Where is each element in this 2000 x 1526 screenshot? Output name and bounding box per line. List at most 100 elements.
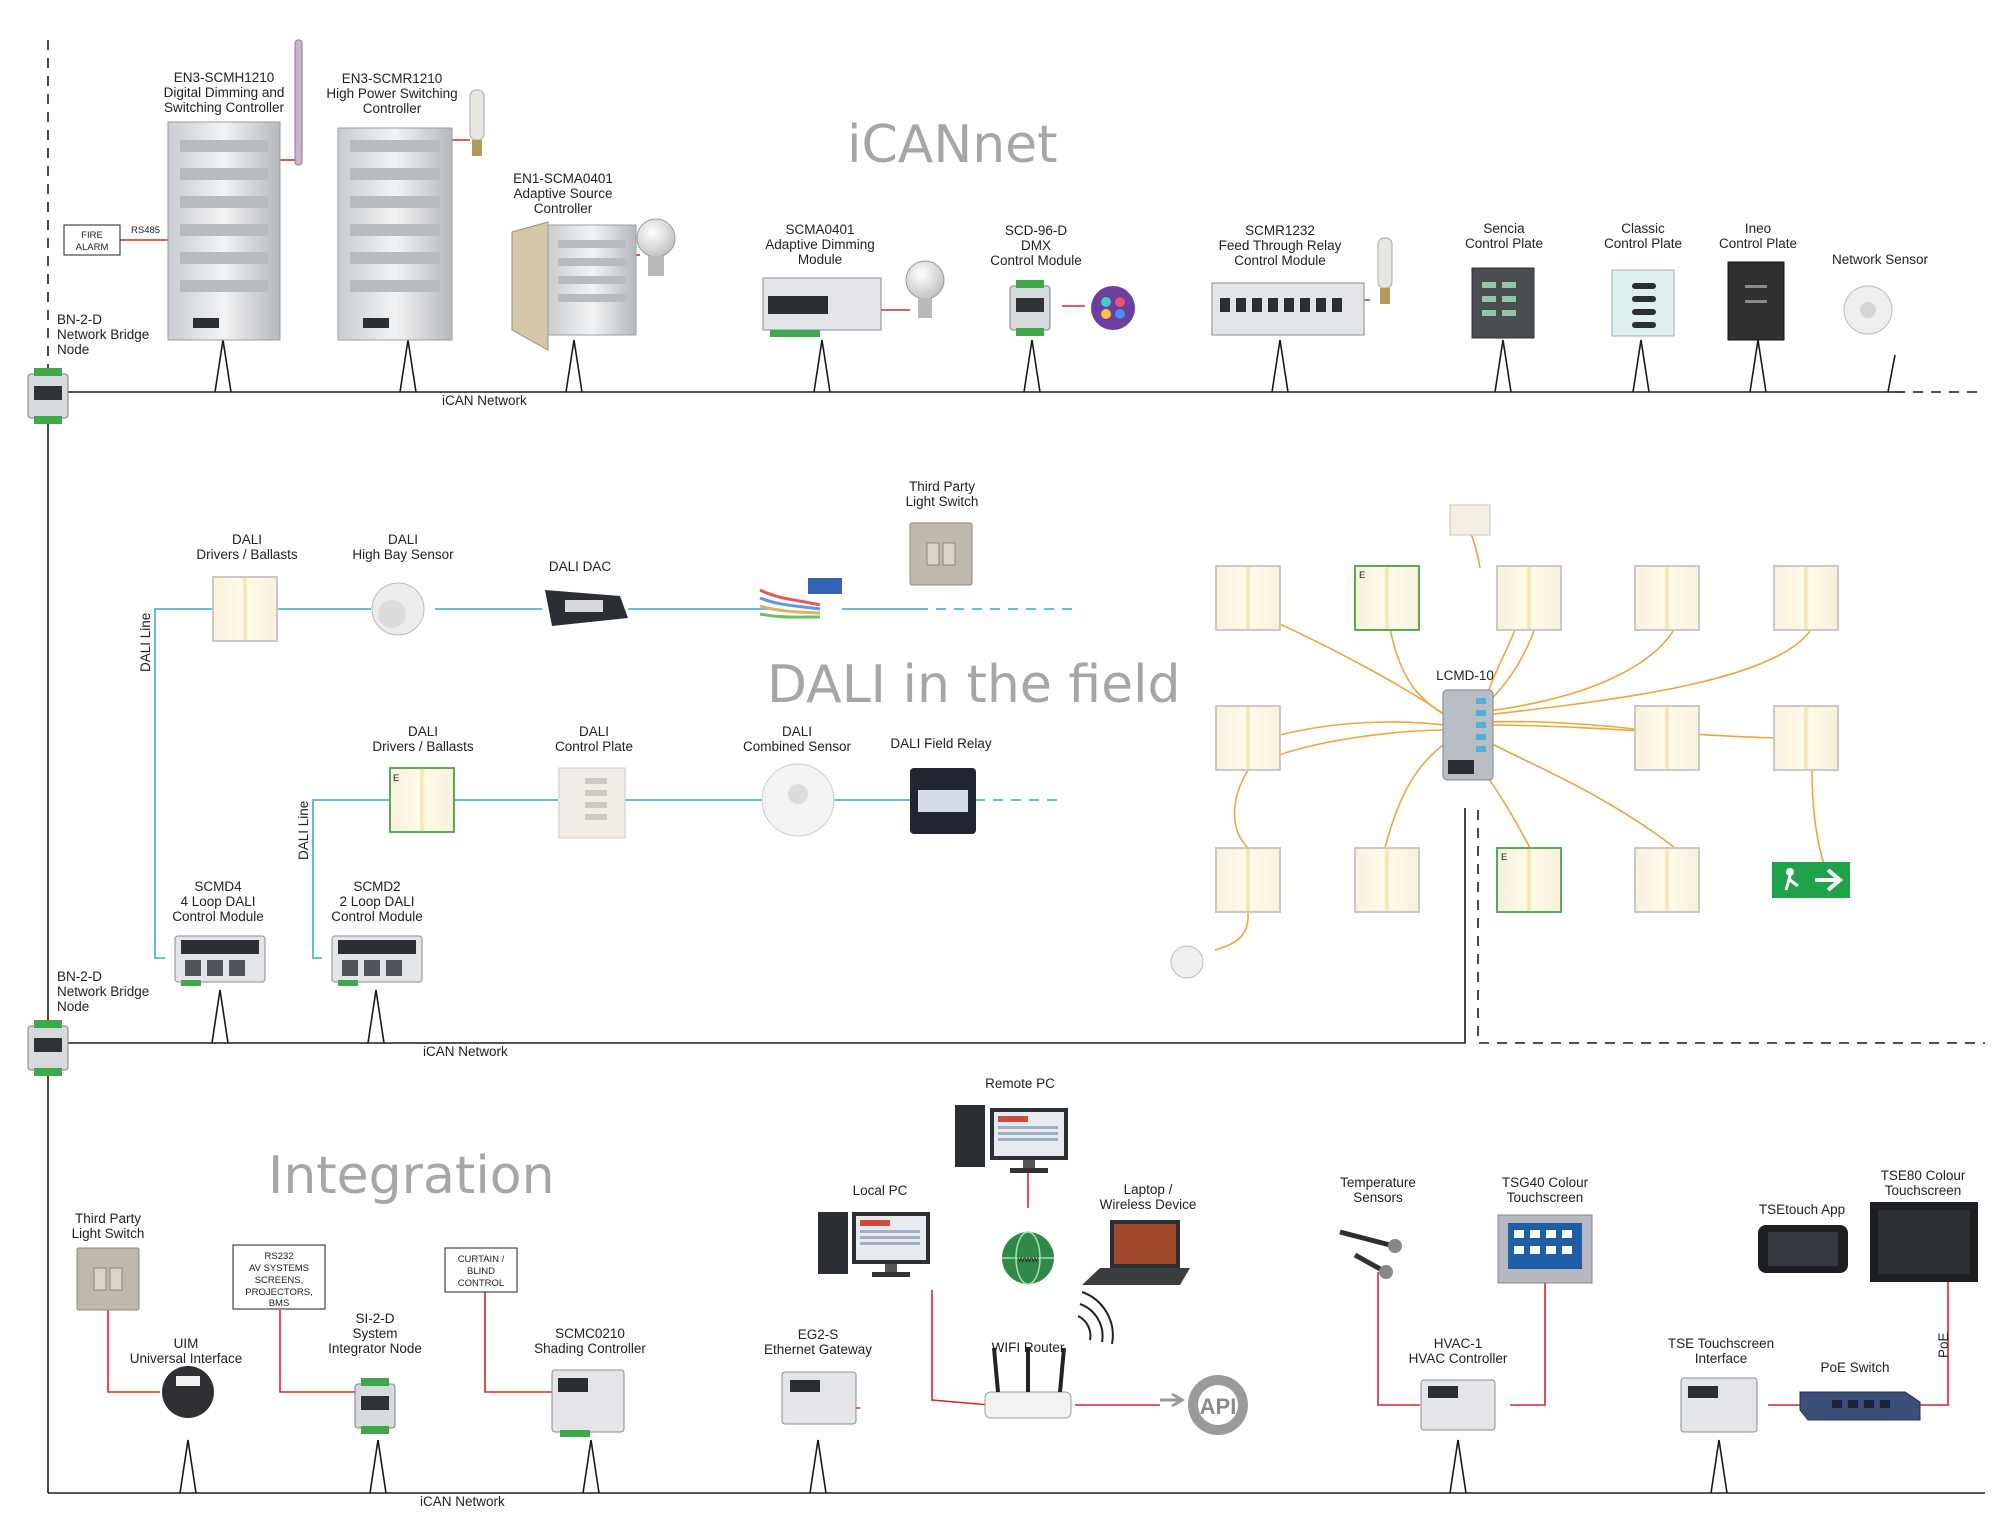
dali-wiring [154, 608, 1080, 959]
svg-text:EN3-SCMH1210: EN3-SCMH1210 [174, 70, 275, 85]
svg-text:System: System [352, 1326, 397, 1341]
www-globe-icon: www [1002, 1231, 1054, 1285]
svg-text:Ethernet Gateway: Ethernet Gateway [764, 1342, 872, 1357]
device-third-party-switch-dali: Third Party Light Switch [906, 479, 978, 586]
network-wiring [47, 40, 1985, 1494]
svg-text:Touchscreen: Touchscreen [1507, 1190, 1584, 1205]
network-label-middle: iCAN Network [423, 1044, 508, 1059]
svg-text:SCMR1232: SCMR1232 [1245, 223, 1315, 238]
device-network-sensor: Network Sensor [1832, 252, 1929, 335]
svg-text:BLIND: BLIND [467, 1266, 495, 1277]
device-dali-dac: DALI DAC [545, 559, 628, 626]
device-en1-scma0401: EN1-SCMA0401 Adaptive Source Controller [511, 171, 676, 351]
api-gear-icon: API [1160, 1375, 1248, 1435]
svg-text:WIFI Router: WIFI Router [992, 1340, 1065, 1355]
svg-text:FIRE: FIRE [81, 230, 103, 241]
svg-text:Sensors: Sensors [1353, 1190, 1403, 1205]
svg-text:CURTAIN /: CURTAIN / [458, 1254, 505, 1265]
device-remote-pc: Remote PC [955, 1076, 1068, 1173]
svg-text:Third Party: Third Party [909, 479, 975, 494]
svg-text:Adaptive Dimming: Adaptive Dimming [765, 237, 875, 252]
svg-text:SCREENS,: SCREENS, [255, 1275, 304, 1286]
poe-label: PoE [1936, 1332, 1951, 1358]
network-label-top: iCAN Network [442, 393, 527, 408]
network-label-bottom: iCAN Network [420, 1494, 505, 1509]
svg-text:Control Plate: Control Plate [1604, 236, 1682, 251]
device-dali-field-relay: DALI Field Relay [890, 736, 992, 834]
svg-text:UIM: UIM [174, 1336, 199, 1351]
svg-text:Module: Module [798, 252, 842, 267]
device-dali-combined-sensor: DALI Combined Sensor [743, 724, 852, 837]
svg-text:EN3-SCMR1210: EN3-SCMR1210 [342, 71, 443, 86]
wifi-signal-icon [1077, 1291, 1114, 1345]
device-dali-drivers-1: DALI Drivers / Ballasts [196, 532, 298, 642]
svg-text:BMS: BMS [269, 1298, 290, 1309]
svg-text:E: E [1501, 852, 1507, 863]
svg-text:Touchscreen: Touchscreen [1885, 1183, 1962, 1198]
device-eg2-s: EG2-S Ethernet Gateway [764, 1327, 872, 1425]
svg-text:TSEtouch App: TSEtouch App [1759, 1202, 1845, 1217]
svg-text:Node: Node [57, 999, 89, 1014]
svg-text:DALI: DALI [579, 724, 609, 739]
curtain-blind-box: CURTAIN / BLIND CONTROL [444, 1247, 518, 1293]
svg-text:Controller: Controller [363, 101, 422, 116]
svg-text:Drivers / Ballasts: Drivers / Ballasts [372, 739, 474, 754]
svg-text:SI-2-D: SI-2-D [355, 1311, 394, 1326]
svg-text:E: E [1359, 570, 1365, 581]
svg-text:Switching Controller: Switching Controller [164, 100, 285, 115]
svg-text:Temperature: Temperature [1340, 1175, 1416, 1190]
svg-text:DALI: DALI [408, 724, 438, 739]
svg-text:DALI Field Relay: DALI Field Relay [890, 736, 992, 751]
svg-text:Digital Dimming and: Digital Dimming and [164, 85, 285, 100]
svg-text:www: www [1017, 1254, 1039, 1265]
svg-text:PoE Switch: PoE Switch [1820, 1360, 1889, 1375]
svg-text:Control Module: Control Module [1234, 253, 1326, 268]
svg-text:DALI: DALI [782, 724, 812, 739]
svg-text:2 Loop DALI: 2 Loop DALI [339, 894, 414, 909]
svg-text:Shading Controller: Shading Controller [534, 1341, 646, 1356]
device-tse-touchscreen-interface: TSE Touchscreen Interface [1668, 1336, 1774, 1433]
svg-text:Light Switch: Light Switch [72, 1226, 145, 1241]
section-title-integration: Integration [268, 1146, 555, 1206]
svg-text:HVAC-1: HVAC-1 [1434, 1336, 1483, 1351]
device-hvac-1: HVAC-1 HVAC Controller [1409, 1336, 1508, 1431]
svg-text:Third Party: Third Party [75, 1211, 141, 1226]
svg-text:Network Bridge: Network Bridge [57, 984, 149, 999]
svg-text:Wireless Device: Wireless Device [1100, 1197, 1197, 1212]
svg-text:Drivers / Ballasts: Drivers / Ballasts [196, 547, 298, 562]
device-dali-drivers-2: E DALI Drivers / Ballasts [372, 724, 474, 833]
svg-text:RS232: RS232 [264, 1251, 293, 1262]
device-classic-control-plate: Classic Control Plate [1604, 221, 1682, 337]
section-title-dali: DALI in the field [767, 655, 1181, 715]
svg-text:Control Plate: Control Plate [1465, 236, 1543, 251]
svg-text:DALI: DALI [232, 532, 262, 547]
device-lcmd-10: LCMD-10 [1436, 668, 1494, 781]
svg-text:High Power Switching: High Power Switching [326, 86, 457, 101]
svg-text:DMX: DMX [1021, 238, 1051, 253]
fire-alarm-box: FIRE ALARM RS485 [63, 224, 160, 256]
svg-text:LCMD-10: LCMD-10 [1436, 668, 1494, 683]
svg-text:Interface: Interface [1695, 1351, 1748, 1366]
rs485-label: RS485 [131, 225, 160, 236]
device-temperature-sensors: Temperature Sensors [1339, 1175, 1416, 1279]
svg-text:SCD-96-D: SCD-96-D [1005, 223, 1068, 238]
dali-line-label: DALI Line [138, 613, 153, 672]
svg-text:Control Module: Control Module [331, 909, 423, 924]
svg-text:AV SYSTEMS: AV SYSTEMS [249, 1263, 309, 1274]
svg-text:Remote PC: Remote PC [985, 1076, 1055, 1091]
device-en3-scmr1210: EN3-SCMR1210 High Power Switching Contro… [326, 71, 485, 341]
svg-text:TSG40 Colour: TSG40 Colour [1502, 1175, 1589, 1190]
rs232-box: RS232 AV SYSTEMS SCREENS, PROJECTORS, BM… [232, 1244, 326, 1310]
svg-text:ALARM: ALARM [76, 242, 109, 253]
svg-text:TSE Touchscreen: TSE Touchscreen [1668, 1336, 1774, 1351]
svg-text:Adaptive Source: Adaptive Source [513, 186, 612, 201]
device-en3-scmh1210: EN3-SCMH1210 Digital Dimming and Switchi… [164, 39, 303, 341]
svg-text:BN-2-D: BN-2-D [57, 312, 102, 327]
svg-text:Node: Node [57, 342, 89, 357]
section-title-icannet: iCANnet [847, 115, 1058, 175]
device-scmd2: SCMD2 2 Loop DALI Control Module [331, 879, 423, 987]
device-tsetouch-app: TSEtouch App [1758, 1202, 1848, 1273]
svg-text:Network Sensor: Network Sensor [1832, 252, 1929, 267]
bridge-node-top: BN-2-D Network Bridge Node [27, 312, 149, 425]
